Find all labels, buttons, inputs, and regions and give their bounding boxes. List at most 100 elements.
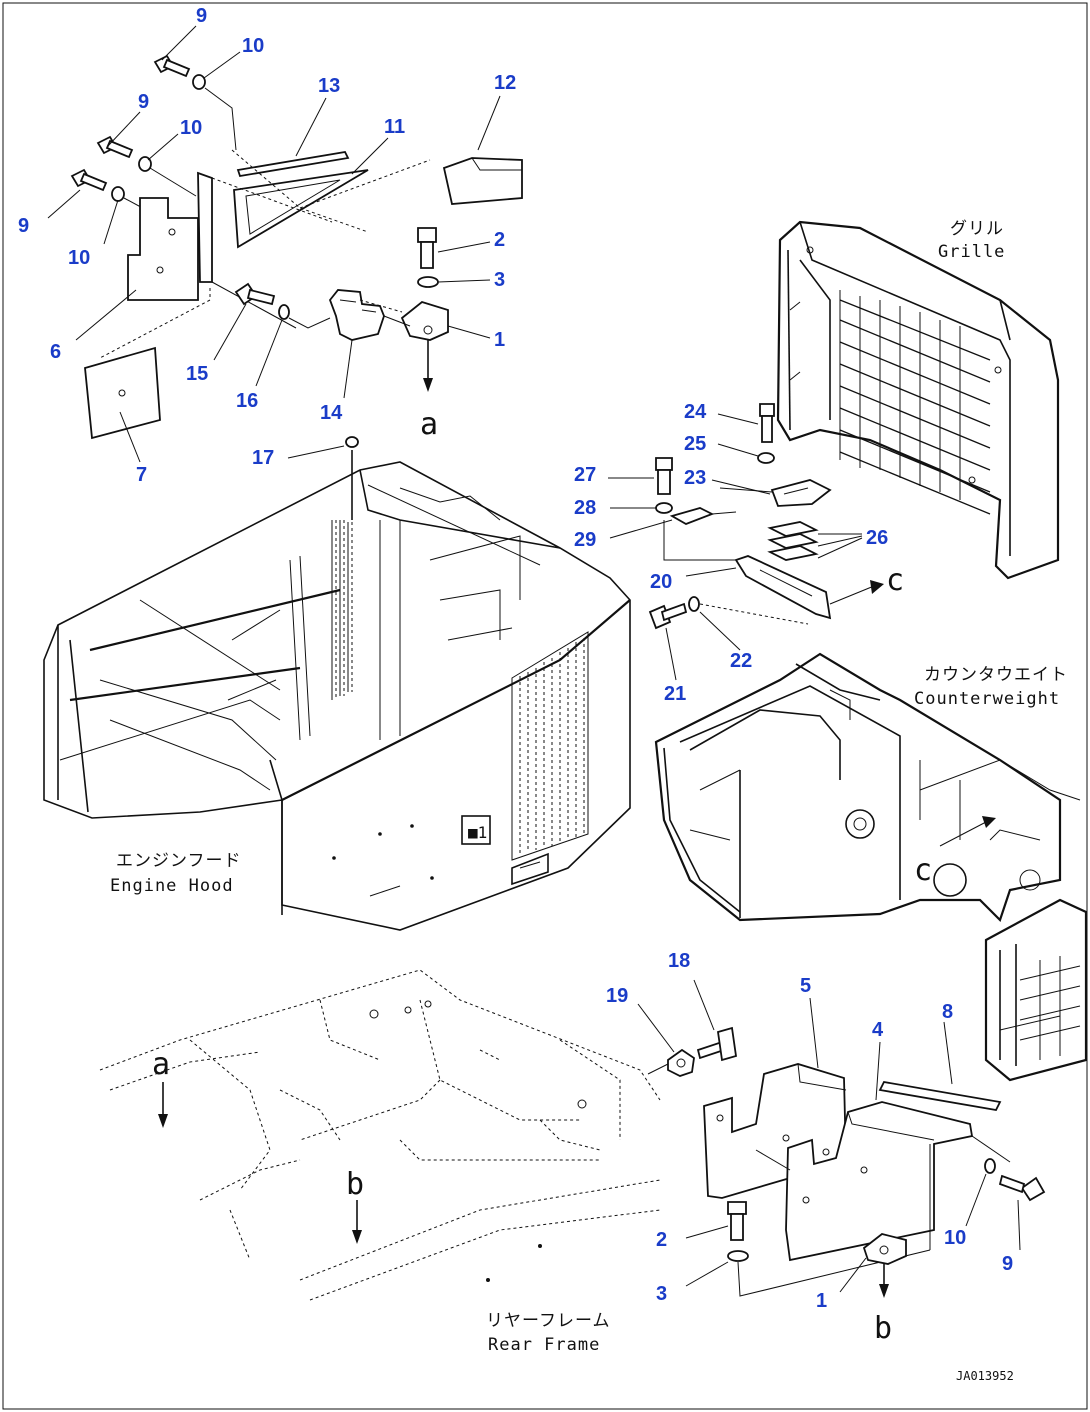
callout-19: 19 <box>606 985 628 1007</box>
plate-4 <box>785 1101 974 1262</box>
nut-plate-1-lower <box>862 1233 907 1265</box>
latch-23 <box>770 479 832 507</box>
strip-8 <box>878 1080 1002 1112</box>
callout-9-a: 9 <box>196 5 207 27</box>
reference-letters: a a b b c c <box>152 407 932 1346</box>
drawing-code: JA013952 <box>956 1369 1014 1383</box>
label-rear-frame-jp: リヤーフレーム <box>486 1311 610 1331</box>
callout-8: 8 <box>942 1001 953 1023</box>
hood-logo <box>461 815 491 845</box>
callout-26: 26 <box>866 527 888 549</box>
label-grille-en: Grille <box>938 242 1005 262</box>
label-grille-jp: グリル <box>950 219 1004 239</box>
callout-27: 27 <box>574 464 596 486</box>
pad-12 <box>442 157 523 205</box>
bolt-9-lower <box>998 1174 1046 1202</box>
callout-17: 17 <box>252 447 274 469</box>
callout-7: 7 <box>136 464 147 486</box>
callout-9-d: 9 <box>1002 1253 1013 1275</box>
ref-letter-a-frame: a <box>152 1047 170 1082</box>
callout-5: 5 <box>800 975 811 997</box>
callout-2-a: 2 <box>494 229 505 251</box>
callout-18: 18 <box>668 950 690 972</box>
shim-26-b <box>767 533 819 549</box>
svg-text:■1: ■1 <box>468 823 487 842</box>
callout-3-a: 3 <box>494 269 505 291</box>
bolt-18 <box>696 1026 738 1062</box>
bolt-9-low <box>70 168 108 192</box>
side-grille-mesh <box>511 631 589 861</box>
callout-20: 20 <box>650 571 672 593</box>
washer-25 <box>757 452 775 464</box>
callout-10-a: 10 <box>242 35 264 57</box>
bolt-9-mid <box>96 135 134 159</box>
washer-10-low <box>111 186 125 202</box>
callout-23: 23 <box>684 467 706 489</box>
plate-6-flange <box>197 171 213 283</box>
washer-10-lower <box>984 1158 996 1174</box>
bracket-20 <box>734 555 832 620</box>
label-engine-hood-en: Engine Hood <box>110 876 234 896</box>
ref-letter-c-weight: c <box>914 853 932 888</box>
callout-10-b: 10 <box>180 117 202 139</box>
bolt-21 <box>648 602 688 630</box>
strip-13 <box>236 151 350 178</box>
grommet-17 <box>345 436 359 448</box>
bolt-15 <box>234 282 276 306</box>
callout-1-a: 1 <box>494 329 505 351</box>
rear-frame <box>99 969 661 1301</box>
pad-7 <box>84 346 161 440</box>
bolt-24 <box>759 403 775 443</box>
callout-6: 6 <box>50 341 61 363</box>
radiator-mesh <box>289 520 353 741</box>
callout-16: 16 <box>236 390 258 412</box>
washer-3-top <box>417 276 439 288</box>
nut-19 <box>667 1048 695 1077</box>
callout-29: 29 <box>574 529 596 551</box>
washer-10-mid <box>138 156 152 172</box>
ref-letter-c-latch: c <box>886 563 904 598</box>
ref-letter-b-lower: b <box>874 1311 892 1346</box>
component-labels: グリル Grille カウンタウエイト Counterweight エンジンフー… <box>110 219 1068 1383</box>
bracket-14 <box>328 289 385 341</box>
callout-3-b: 3 <box>656 1283 667 1305</box>
label-rear-frame-en: Rear Frame <box>488 1335 600 1355</box>
callout-10-d: 10 <box>944 1227 966 1249</box>
callout-21: 21 <box>664 683 686 705</box>
engine-hood: ■1 <box>43 436 631 931</box>
washer-28 <box>655 502 673 514</box>
shim-26-c <box>767 545 819 561</box>
counterweight <box>654 652 1088 1082</box>
callout-22: 22 <box>730 650 752 672</box>
grille-slats <box>839 290 991 515</box>
callout-24: 24 <box>684 401 707 423</box>
shim-26-a <box>767 521 819 537</box>
callout-12: 12 <box>494 72 516 94</box>
grille <box>776 220 1060 580</box>
callout-9-b: 9 <box>138 91 149 113</box>
callout-11: 11 <box>384 116 405 138</box>
washer-10-top <box>192 74 206 90</box>
plate-6 <box>127 197 199 301</box>
callout-1-b: 1 <box>816 1290 827 1312</box>
washer-3-lower <box>727 1250 749 1262</box>
callout-15: 15 <box>186 363 208 385</box>
callout-2-b: 2 <box>656 1229 667 1251</box>
plate-29 <box>669 507 715 525</box>
bolt-2-lower <box>727 1201 747 1241</box>
callout-10-c: 10 <box>68 247 90 269</box>
bolt-27 <box>655 457 673 495</box>
washer-22 <box>688 596 700 612</box>
latch-assembly <box>608 403 884 681</box>
ref-letter-a-top: a <box>420 407 438 442</box>
washer-16 <box>278 304 290 320</box>
label-counterweight-jp: カウンタウエイト <box>924 665 1068 685</box>
callout-13: 13 <box>318 75 340 97</box>
callout-25: 25 <box>684 433 706 455</box>
callout-28: 28 <box>574 497 596 519</box>
nut-plate-1-top <box>400 300 449 341</box>
callout-4: 4 <box>872 1019 884 1041</box>
lower-bracket-assembly <box>637 979 1046 1298</box>
